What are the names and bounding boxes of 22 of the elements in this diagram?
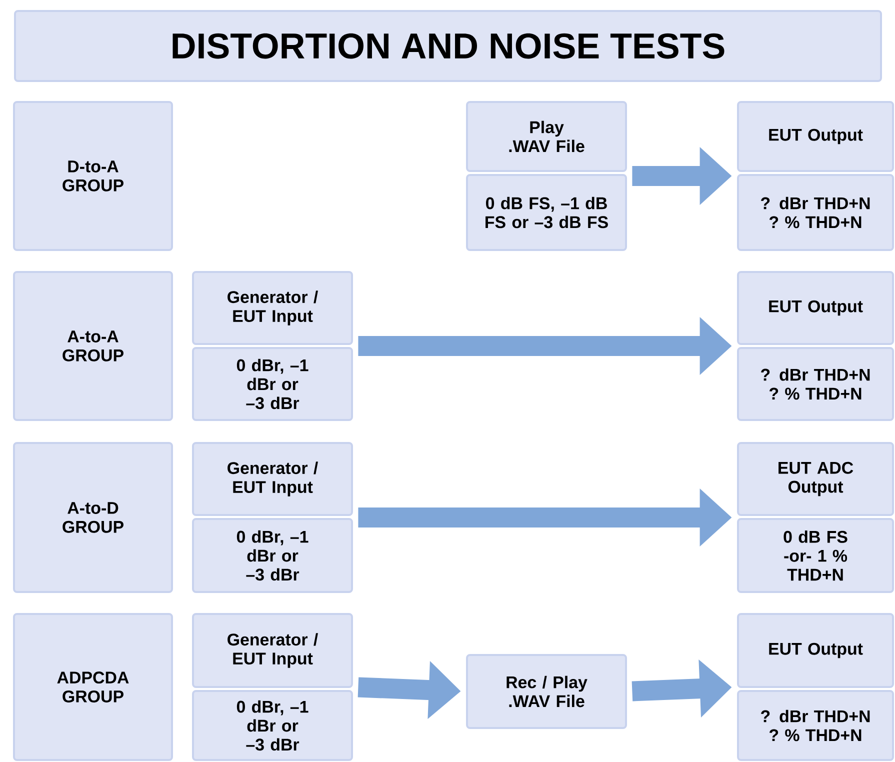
node-label: Play .WAV File bbox=[509, 120, 584, 152]
stacked-box: Generator / EUT Input 0 dBr, –1 dBr or –3 dBr bbox=[192, 442, 353, 593]
node-label: ? dBr THD+N ? % THD+N bbox=[761, 368, 870, 400]
node-label: 0 dBr, –1 dBr or –3 dBr bbox=[236, 358, 308, 410]
stacked-box: Generator / EUT Input 0 dBr, –1 dBr or –3 dBr bbox=[192, 613, 353, 761]
stacked-box: EUT ADC Output 0 dB FS -or- 1 % THD+N bbox=[737, 442, 894, 593]
node-label: EUT Output bbox=[769, 128, 863, 144]
stacked-box: EUT Output ? dBr THD+N ? % THD+N bbox=[737, 101, 894, 251]
node-label: 0 dBr, –1 dBr or –3 dBr bbox=[236, 700, 308, 751]
group-box: D-to-A GROUP bbox=[13, 101, 173, 251]
title-band: DISTORTION AND NOISE TESTS bbox=[14, 10, 882, 82]
group-box: ADPCDA GROUP bbox=[13, 613, 173, 761]
node-label: ? dBr THD+N ? % THD+N bbox=[761, 710, 870, 742]
node-label: Generator / EUT Input bbox=[228, 462, 318, 496]
process-box: Rec / Play .WAV File bbox=[466, 654, 627, 729]
group-box: A-to-A GROUP bbox=[13, 271, 173, 421]
group-box: A-to-D GROUP bbox=[13, 442, 173, 593]
stacked-box: Generator / EUT Input 0 dBr, –1 dBr or –3 dBr bbox=[192, 271, 353, 421]
stacked-box: EUT Output ? dBr THD+N ? % THD+N bbox=[737, 613, 894, 761]
stacked-box: Play .WAV File 0 dB FS, –1 dB FS or –3 dB FS bbox=[466, 101, 627, 251]
node-label: EUT ADC Output bbox=[778, 462, 854, 496]
stacked-box: EUT Output ? dBr THD+N ? % THD+N bbox=[737, 271, 894, 421]
